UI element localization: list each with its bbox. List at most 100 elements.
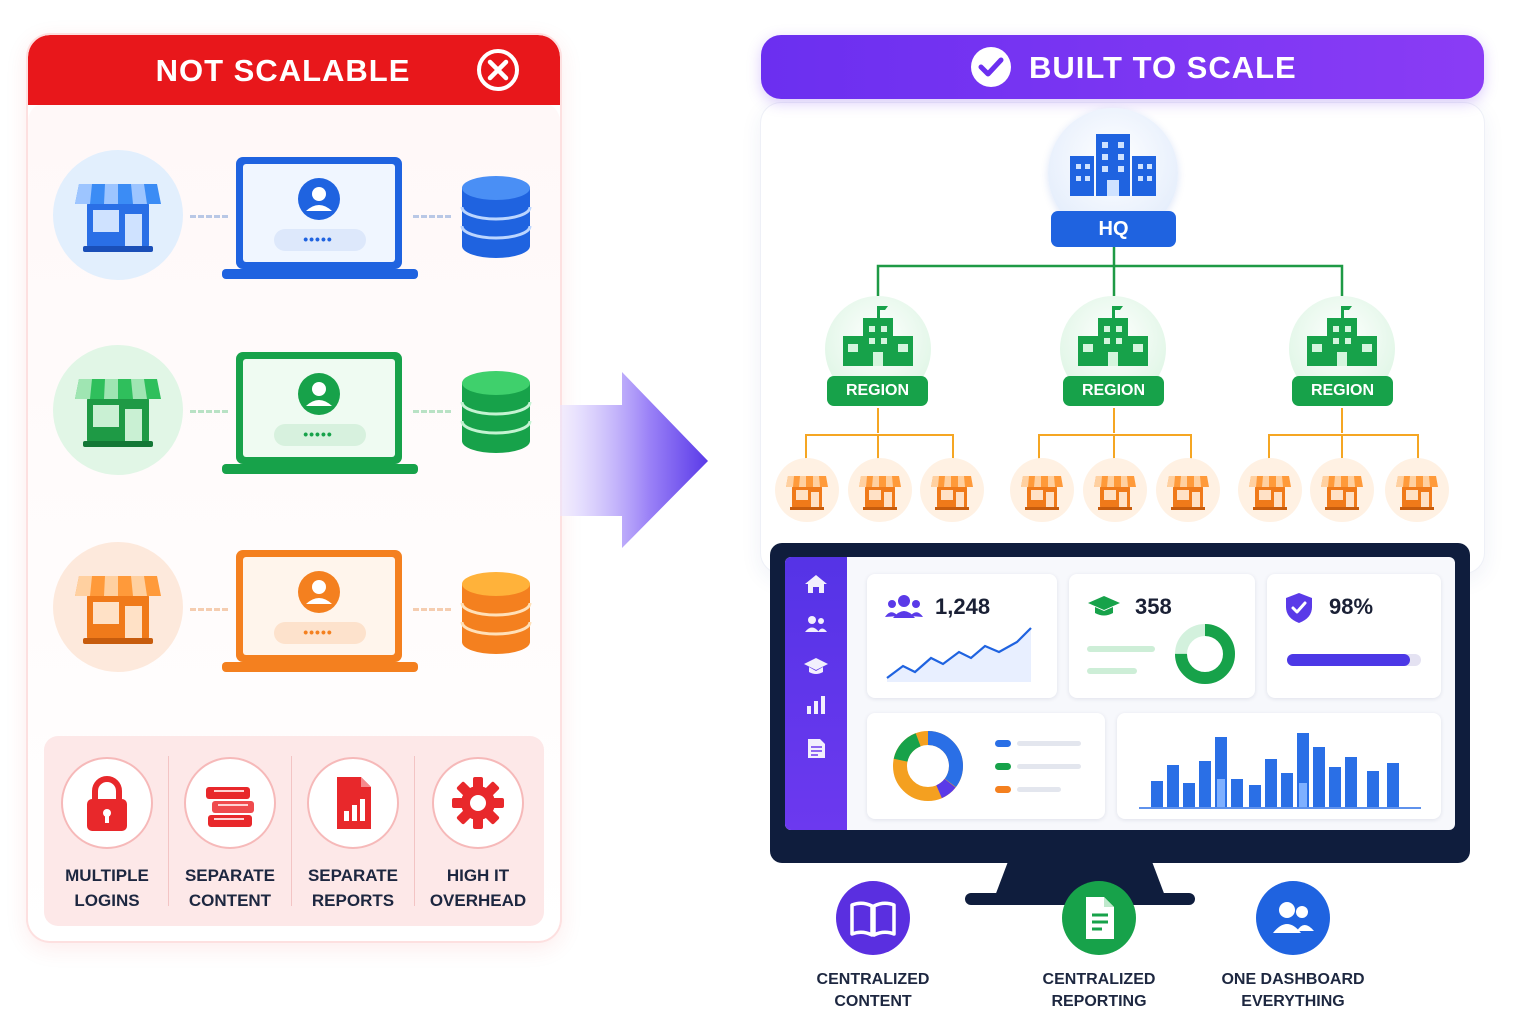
store-icon	[920, 458, 984, 522]
graduates-card: 358	[1069, 574, 1255, 698]
issue-multiple-logins: MULTIPLE LOGINS	[47, 757, 167, 913]
lock-icon	[61, 757, 153, 849]
shield-check-icon	[1286, 593, 1312, 623]
store-icon	[1310, 458, 1374, 522]
divider	[291, 756, 292, 906]
bar-chart-icon	[807, 696, 825, 714]
feature-label: CONTENT	[834, 993, 912, 1010]
issue-label: SEPARATE	[307, 866, 399, 885]
close-circle-icon	[477, 49, 519, 91]
not-scalable-header: NOT SCALABLE	[28, 35, 560, 105]
built-to-scale-header: BUILT TO SCALE	[761, 35, 1484, 99]
issue-separate-reports: SEPARATE REPORTS	[293, 757, 413, 913]
users-card: 1,248	[867, 574, 1057, 698]
feature-label: CENTRALIZED	[1042, 971, 1156, 988]
feature-centralized-content: CENTRALIZED CONTENT	[788, 881, 958, 1013]
feature-centralized-reporting: CENTRALIZED REPORTING	[1014, 881, 1184, 1013]
feature-one-dashboard: ONE DASHBOARD EVERYTHING	[1208, 881, 1378, 1013]
legend-bar	[1017, 741, 1081, 746]
divider	[168, 756, 169, 906]
database-icon-orange	[460, 572, 532, 654]
feature-label: REPORTING	[1051, 993, 1147, 1010]
legend-bar	[1017, 764, 1081, 769]
issue-label: LOGINS	[74, 891, 140, 910]
store-icon	[1156, 458, 1220, 522]
content-mix-donut	[893, 731, 963, 801]
issue-label: REPORTS	[311, 891, 395, 910]
issue-label: MULTIPLE	[65, 866, 149, 885]
books-icon	[184, 757, 276, 849]
legend-swatch	[995, 740, 1011, 747]
divider	[414, 756, 415, 906]
database-icon-blue	[460, 176, 532, 258]
issue-label: SEPARATE	[184, 866, 276, 885]
store-icon-orange	[53, 542, 183, 672]
feature-label: EVERYTHING	[1241, 993, 1345, 1010]
store-icon-blue	[53, 150, 183, 280]
dashboard-sidebar	[785, 557, 847, 830]
feature-label: ONE DASHBOARD	[1221, 971, 1365, 988]
not-scalable-title: NOT SCALABLE	[155, 53, 411, 88]
store-icon	[848, 458, 912, 522]
laptop-login-blue	[222, 157, 418, 279]
issue-label: HIGH IT	[446, 866, 510, 885]
activity-bar-chart	[1139, 733, 1421, 809]
compliance-progress-track	[1287, 654, 1421, 666]
connector	[413, 215, 451, 218]
users-count: 1,248	[935, 594, 991, 619]
store-icon	[1083, 458, 1147, 522]
activity-bar-chart-card	[1117, 713, 1441, 819]
building-icon	[1070, 134, 1156, 196]
gear-icon	[432, 757, 524, 849]
connector	[413, 410, 451, 413]
compliance-card: 98%	[1267, 574, 1441, 698]
compliance-percent: 98%	[1329, 594, 1374, 619]
database-icon-green	[460, 371, 532, 453]
legend-bar	[1087, 668, 1137, 674]
compliance-progress-fill	[1287, 654, 1411, 666]
built-to-scale-title: BUILT TO SCALE	[1029, 50, 1297, 85]
feature-label: CENTRALIZED	[816, 971, 930, 988]
users-icon	[805, 616, 827, 632]
school-building-icon	[843, 306, 913, 366]
school-building-icon	[1078, 306, 1148, 366]
region-label: REGION	[1063, 376, 1164, 406]
school-building-icon	[1307, 306, 1377, 366]
region-label: REGION	[827, 376, 928, 406]
password-mask: •••••	[303, 624, 333, 640]
store-icon-green	[53, 345, 183, 475]
connector	[190, 410, 228, 413]
issue-separate-content: SEPARATE CONTENT	[170, 757, 290, 913]
issue-label: OVERHEAD	[429, 891, 527, 910]
password-mask: •••••	[303, 231, 333, 247]
graduation-cap-icon	[804, 658, 828, 674]
graduation-cap-icon	[1088, 596, 1120, 616]
report-document-icon	[1062, 881, 1136, 955]
store-icon	[1385, 458, 1449, 522]
laptop-login-green	[222, 352, 418, 474]
content-mix-card	[867, 713, 1105, 819]
graduates-count: 358	[1135, 594, 1172, 619]
check-circle-icon	[971, 47, 1011, 87]
home-icon	[805, 575, 827, 593]
dashboard-screen: 1,248 358 98%	[785, 557, 1455, 830]
password-mask: •••••	[303, 426, 333, 442]
users-group-icon	[1256, 881, 1330, 955]
legend-bar	[1017, 787, 1061, 792]
legend-bar	[1087, 646, 1155, 652]
connector	[190, 608, 228, 611]
region-label: REGION	[1292, 376, 1393, 406]
connector	[190, 215, 228, 218]
report-icon	[307, 757, 399, 849]
users-icon	[885, 595, 923, 618]
document-icon	[808, 739, 825, 758]
store-icon	[775, 458, 839, 522]
laptop-login-orange	[222, 550, 418, 672]
store-icon	[1238, 458, 1302, 522]
users-trend-line	[886, 627, 1032, 682]
legend-swatch	[995, 763, 1011, 770]
issue-label: CONTENT	[188, 891, 272, 910]
store-icon	[1010, 458, 1074, 522]
transition-arrow-icon	[560, 372, 708, 548]
hq-label: HQ	[1051, 211, 1176, 247]
